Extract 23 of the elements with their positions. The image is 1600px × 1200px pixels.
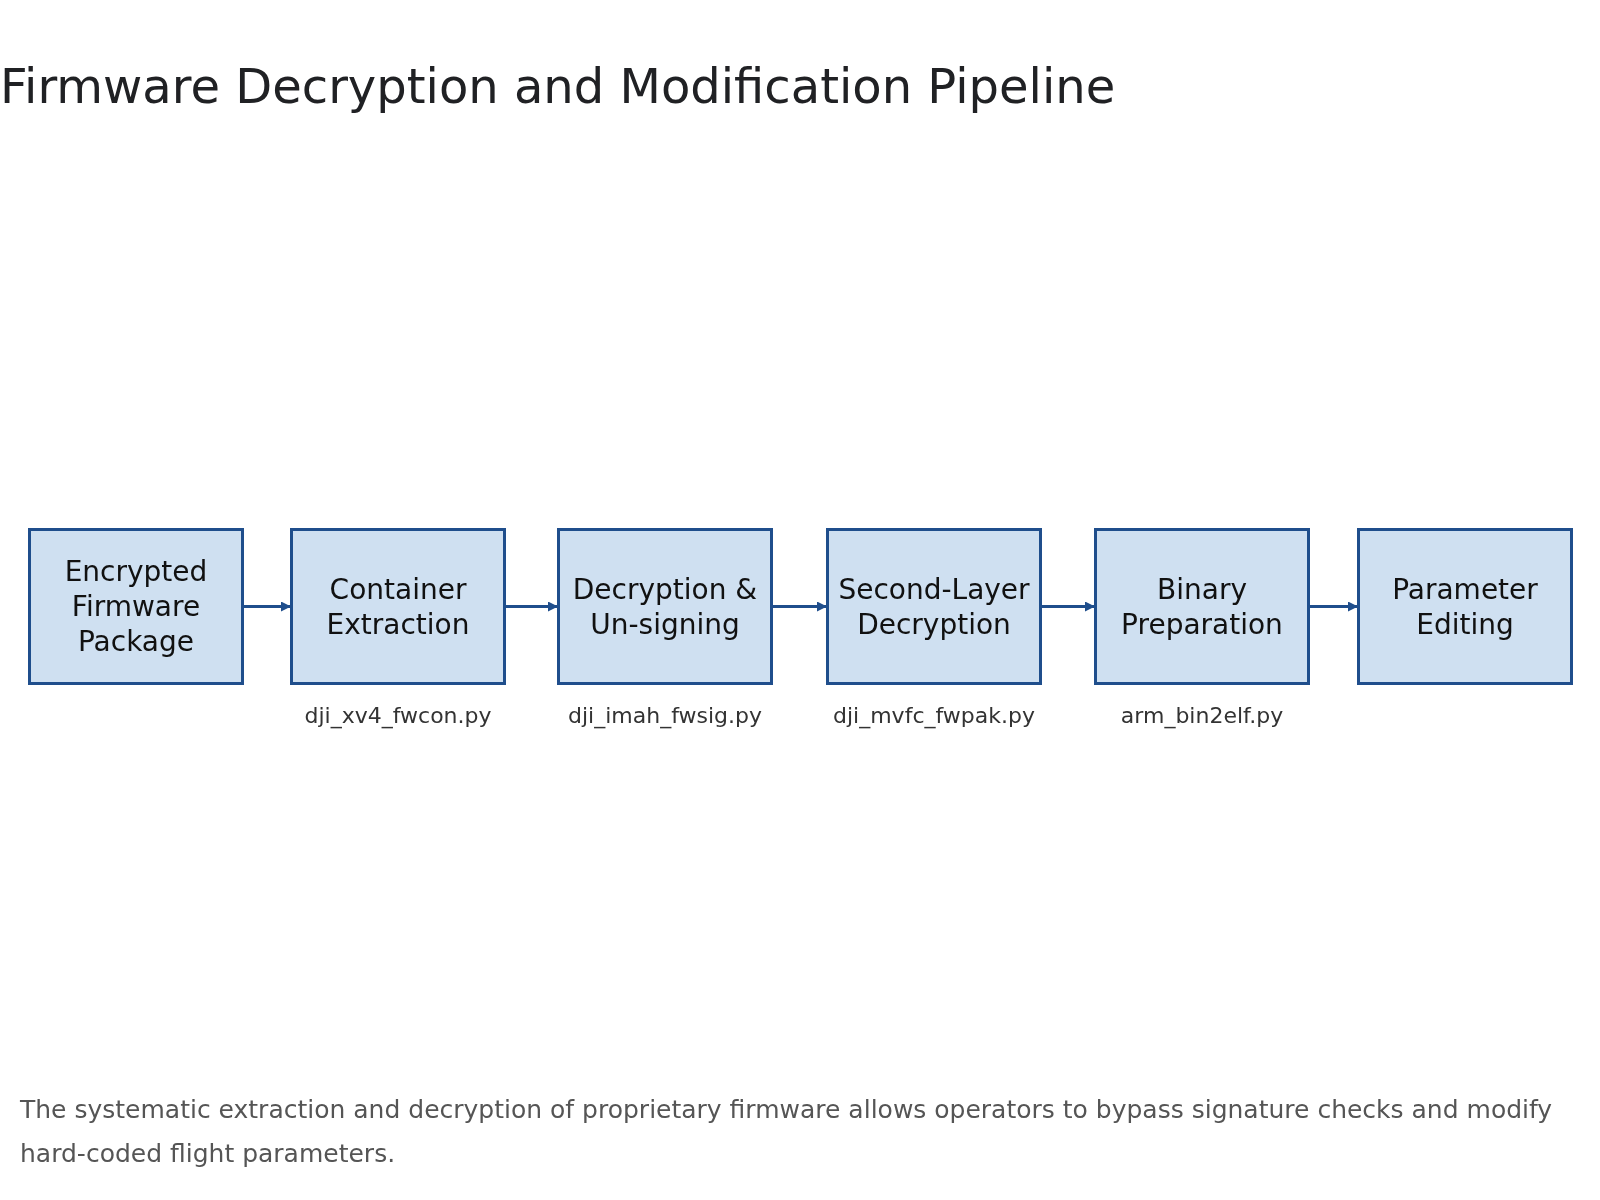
process-box [290,528,506,685]
arrow [1042,601,1095,612]
script-filename: dji_xv4_fwcon.py [304,703,492,728]
process-box [28,528,244,685]
script-filename: dji_imah_fwsig.py [568,703,762,728]
box-label: Container Extraction [325,571,471,642]
process-box [1357,528,1573,685]
box-label: Encrypted Firmware Package [63,554,209,659]
box-label: Binary Preparation [1120,571,1284,642]
title: Firmware Decryption and Modification Pipeline [0,58,1116,114]
caption: The systematic extraction and decryption of proprietary firmware allows operators to bypass signature checks and modify hard-coded flight parameters. [20,1094,1554,1170]
arrow [1310,601,1358,612]
box-label: Parameter Editing [1391,571,1539,642]
arrow [506,601,558,612]
process-box [1094,528,1310,685]
arrow [773,601,827,612]
process-box [557,528,773,685]
script-filename: dji_mvfc_fwpak.py [833,703,1035,728]
script-filename: arm_bin2elf.py [1120,703,1284,728]
box-label: Second-Layer Decryption [837,571,1031,642]
arrow [244,601,291,612]
box-label: Decryption & Un-signing [571,571,759,642]
process-box [826,528,1042,685]
